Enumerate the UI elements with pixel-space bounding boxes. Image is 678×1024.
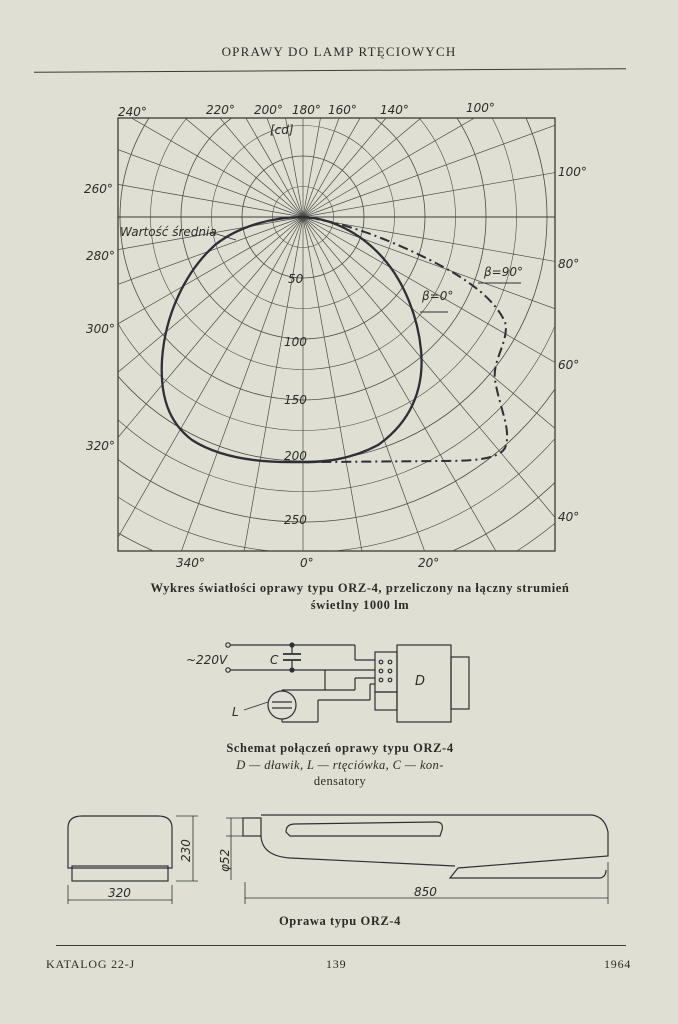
angle-tick-160: 160°	[328, 103, 357, 117]
grid-radial-line	[302, 172, 555, 218]
leader-mean	[209, 231, 237, 241]
angle-tick-60: 60°	[558, 358, 579, 372]
front-view-body	[67, 815, 173, 869]
footer-year: 1964	[604, 957, 632, 971]
grid-radial-line	[118, 216, 304, 285]
choke-end	[450, 656, 470, 710]
footer-page-number: 139	[326, 957, 347, 971]
chart-caption: Wykres światłości oprawy typu ORZ-4, prz…	[60, 580, 660, 614]
grid-radial-line	[118, 216, 304, 539]
grid-radial-line	[181, 216, 304, 551]
side-view-body	[260, 814, 609, 879]
grid-radial-line	[302, 216, 497, 551]
angle-tick-20: 20°	[418, 556, 439, 570]
unit-label: [cd]	[270, 123, 294, 137]
curve-beta-0	[160, 215, 423, 464]
grid-radial-line	[118, 184, 304, 218]
angle-tick-180: 180°	[292, 103, 321, 117]
radial-tick-150: 150	[284, 393, 307, 407]
schematic-caption-title: Schemat połączeń oprawy typu ORZ-4	[226, 741, 454, 755]
terminal-top	[225, 642, 231, 648]
side-view-lens	[285, 821, 443, 837]
radial-tick-50: 50	[288, 272, 304, 286]
grid-radial-line	[118, 216, 304, 250]
angle-tick-260: 260°	[84, 182, 113, 196]
capacitor-label: C	[270, 653, 279, 667]
grid-circle	[118, 437, 555, 551]
grid-radial-line	[302, 216, 555, 518]
grid-radial-line	[302, 216, 363, 551]
front-view-glass	[71, 865, 169, 882]
terminal-block	[374, 651, 398, 693]
grid-radial-line	[302, 216, 555, 429]
beta90-label: β=90°	[483, 265, 523, 279]
grid-radial-line	[302, 216, 555, 310]
angle-tick-220: 220°	[206, 103, 235, 117]
lamp-symbol	[267, 690, 297, 720]
page-header-title: OPRAWY DO LAMP RTĘCIOWYCH	[221, 44, 457, 59]
voltage-label: ~220V	[186, 653, 228, 667]
grid-radial-line	[118, 216, 304, 325]
angle-tick-200: 200°	[254, 103, 283, 117]
chart-caption-line2: świetlny 1000 lm	[310, 598, 410, 612]
grid-radial-line	[302, 118, 476, 218]
terminal-bottom	[225, 667, 231, 673]
chart-caption-line1: Wykres światłości oprawy typu ORZ-4, prz…	[150, 581, 570, 595]
angle-tick-280: 280°	[86, 249, 115, 263]
grid-radial-line	[130, 118, 304, 218]
grid-radial-line	[302, 118, 387, 218]
footer-catalog: KATALOG 22-J	[46, 957, 135, 971]
radial-tick-200: 200	[284, 449, 307, 463]
grid-circle	[118, 481, 555, 551]
schematic-caption-line2: D — dławik, L — rtęciówka, C — kon-	[236, 758, 444, 772]
height-dimension: 230	[179, 839, 193, 862]
width-dimension: 320	[108, 886, 131, 900]
mean-value-label: Wartość średnia	[120, 225, 217, 239]
luminaire-caption: Oprawa typu ORZ-4	[278, 914, 402, 928]
curve-beta-90	[302, 216, 509, 463]
length-dimension: 850	[414, 885, 437, 899]
radial-tick-250: 250	[284, 513, 307, 527]
angle-tick-100-right: 100°	[558, 165, 587, 179]
grid-radial-line	[243, 216, 304, 551]
beta0-label: β=0°	[421, 289, 453, 303]
angle-tick-40: 40°	[558, 510, 579, 524]
angle-tick-140: 140°	[380, 103, 409, 117]
diameter-dimension: φ52	[218, 849, 232, 872]
schematic-caption-line3: densatory	[313, 774, 367, 788]
wiring-schematic	[225, 642, 470, 723]
angle-tick-100-top: 100°	[466, 101, 495, 115]
grid-radial-line	[302, 216, 425, 551]
grid-radial-line	[118, 216, 304, 439]
grid-radial-line	[184, 118, 304, 218]
footer-rule	[56, 945, 626, 946]
angle-tick-240: 240°	[118, 105, 147, 119]
lamp-label: L	[232, 705, 239, 719]
radial-tick-100: 100	[284, 335, 307, 349]
mount-socket	[242, 817, 262, 837]
angle-tick-80: 80°	[558, 257, 579, 271]
grid-radial-line	[302, 216, 555, 363]
angle-tick-0: 0°	[300, 556, 314, 570]
grid-radial-line	[118, 216, 304, 373]
angle-tick-320: 320°	[86, 439, 115, 453]
choke-label: D	[415, 674, 425, 689]
grid-radial-line	[285, 118, 304, 218]
grid-radial-line	[302, 216, 555, 262]
grid-circle	[0, 0, 678, 675]
grid-radial-line	[302, 124, 555, 218]
angle-tick-300: 300°	[86, 322, 115, 336]
grid-radial-line	[302, 118, 422, 218]
grid-radial-line	[219, 118, 304, 218]
luminaire-drawing	[67, 814, 609, 904]
angle-tick-340: 340°	[176, 556, 205, 570]
grid-radial-line	[118, 149, 304, 218]
